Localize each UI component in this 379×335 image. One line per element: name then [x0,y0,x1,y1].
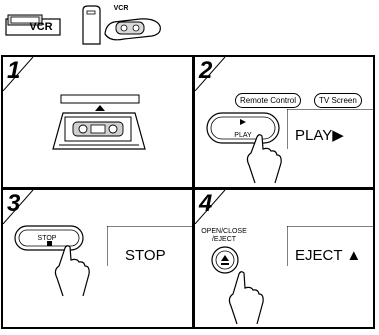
panel-step-2: 2 Remote Control TV Screen PLAY PLAY▶ [195,57,373,187]
eject-button-label-line1: OPEN/CLOSE [201,228,247,236]
eject-screen-text: EJECT ▲ [295,248,361,263]
stop-button-label: STOP [29,235,65,243]
step-3-number: 3 [7,192,20,216]
eject-button-label-line2: /EJECT [201,236,247,244]
stop-screen-text: STOP [125,248,166,263]
eject-button-illustration[interactable] [205,244,271,326]
panel-step-1: 1 [3,57,192,187]
remote-vcr-button-label: VCR [106,4,136,14]
insert-cassette-illustration [43,89,155,155]
panel-step-3: 3 STOP STOP [3,190,192,327]
tv-screen-bubble: TV Screen [314,93,362,108]
step-4-number: 4 [199,192,212,216]
remote-control-bubble: Remote Control [235,93,301,108]
play-screen-text: PLAY▶ [295,128,344,143]
panel-step-4: 4 OPEN/CLOSE /EJECT EJECT ▲ [195,190,373,327]
vcr-logo-text: VCR [26,20,56,34]
step-2-number: 2 [199,59,212,83]
step-1-number: 1 [7,59,20,83]
play-button-illustration[interactable] [205,109,285,185]
remote-vcr-label: VCR [114,5,129,12]
stop-button-illustration[interactable] [11,222,95,298]
vcr-logo-label: VCR [29,21,52,33]
play-button-label: PLAY [225,132,261,140]
